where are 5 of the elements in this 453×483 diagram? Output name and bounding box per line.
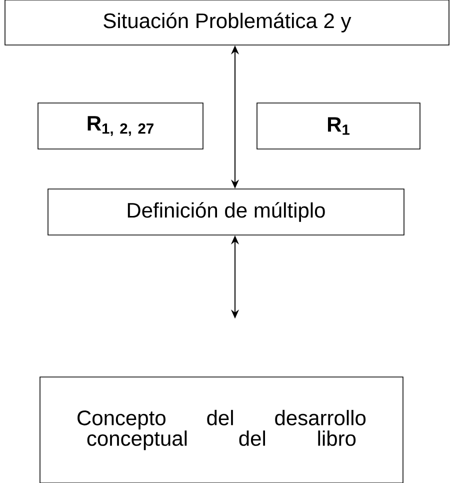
text-box: Concepto del desarrollo conceptual del libro — [40, 376, 404, 483]
text-box: R$_{1, 2, 27}$ — [38, 102, 204, 150]
text-box: Situación Problemática 2 y — [4, 0, 450, 46]
text-box: R$_{1}$ — [256, 102, 420, 150]
text-box: Definición de múltiplo — [48, 188, 404, 236]
